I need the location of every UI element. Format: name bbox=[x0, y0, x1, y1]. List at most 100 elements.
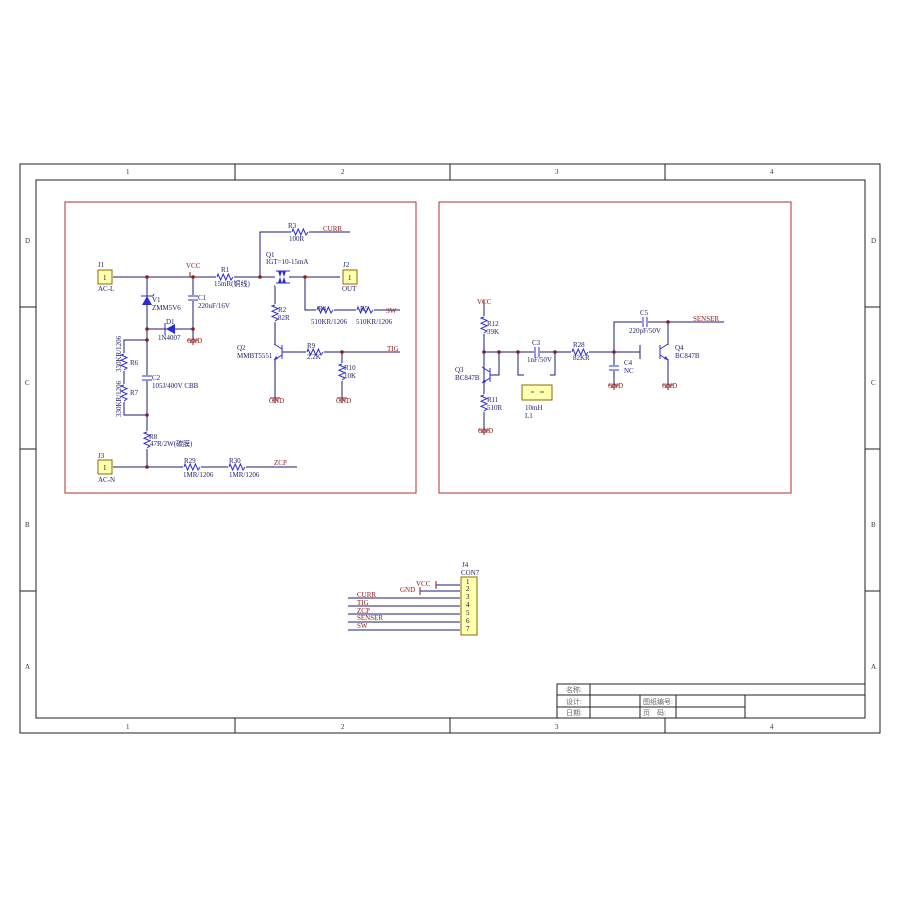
r2-resistor bbox=[270, 304, 280, 322]
junction-dot bbox=[482, 350, 486, 354]
l1-inductor bbox=[521, 384, 553, 401]
r6-resistor bbox=[119, 353, 129, 371]
c2-value: 105J/400V CBB bbox=[152, 382, 199, 390]
c5-ref: C5 bbox=[640, 309, 649, 317]
c4-value: NC bbox=[624, 367, 634, 375]
r29-value: 1MR/1206 bbox=[183, 471, 214, 479]
title-design-label: 设计: bbox=[566, 697, 582, 706]
r4-value: 510KR/1206 bbox=[311, 318, 348, 326]
d1-value: 1N4007 bbox=[158, 334, 181, 342]
senser-net-label: SENSER bbox=[693, 315, 719, 323]
j1-connector-pin: 1 bbox=[103, 274, 107, 282]
j3-connector-pin: 1 bbox=[103, 464, 107, 472]
c1-capacitor bbox=[187, 295, 199, 301]
r5-resistor bbox=[356, 305, 374, 315]
sw-net-label: SW bbox=[386, 307, 397, 315]
j4-net-sw: SW bbox=[357, 622, 368, 630]
j4-pin-number: 2 bbox=[466, 585, 470, 593]
j4-pin-number: 3 bbox=[466, 593, 470, 601]
frame-row-a: A bbox=[25, 663, 30, 671]
junction-dot bbox=[191, 275, 195, 279]
r9-ref: R9 bbox=[307, 342, 316, 350]
j4-pin-number: 4 bbox=[466, 601, 470, 609]
gnd-symbol bbox=[188, 339, 198, 345]
c5-capacitor bbox=[642, 316, 648, 328]
r8-ref: R8 bbox=[149, 433, 158, 441]
q1-triac bbox=[275, 268, 290, 286]
frame-col-3: 3 bbox=[555, 723, 559, 731]
power-circuit-block bbox=[64, 201, 417, 494]
gnd-net-label: GND bbox=[269, 397, 284, 405]
j2-connector[interactable]: 1 bbox=[342, 269, 358, 285]
curr-net-label: CURR bbox=[323, 225, 342, 233]
title-name-label: 名称: bbox=[566, 685, 582, 694]
sensor-circuit-block bbox=[438, 201, 792, 494]
r10-ref: R10 bbox=[344, 364, 356, 372]
title-drawing-no-label: 图纸编号: bbox=[643, 697, 673, 706]
d1-ref: D1 bbox=[166, 318, 175, 326]
r9-value: 2.2K bbox=[307, 353, 321, 361]
gnd-net-label: GND bbox=[608, 382, 623, 390]
r1-ref: R1 bbox=[221, 266, 230, 274]
j3-ref: J3 bbox=[98, 452, 105, 460]
l1-value: 10mH bbox=[525, 404, 543, 412]
j4-ref: J4 bbox=[462, 561, 469, 569]
v1-value: ZMM5V6 bbox=[152, 304, 181, 312]
r4-ref: R4 bbox=[318, 305, 327, 313]
q1-value: IGT=10-15mA bbox=[266, 258, 308, 266]
q2-ref: Q2 bbox=[237, 344, 246, 352]
c3-capacitor bbox=[534, 346, 540, 358]
frame-row-d: D bbox=[871, 237, 876, 245]
r1-value: 15mR(铜线) bbox=[214, 279, 250, 288]
l1-ref: L1 bbox=[525, 412, 533, 420]
r28-value: 82KR bbox=[573, 354, 590, 362]
j3-name: AC-N bbox=[98, 476, 115, 484]
wires bbox=[113, 231, 724, 631]
gnd-net-label: GND bbox=[662, 382, 677, 390]
c2-ref: C2 bbox=[152, 374, 161, 382]
junction-dot bbox=[145, 338, 149, 342]
d1-diode bbox=[164, 323, 175, 335]
frame-col-1: 1 bbox=[126, 168, 130, 176]
c4-ref: C4 bbox=[624, 359, 633, 367]
frame-col-4: 4 bbox=[770, 168, 774, 176]
r28-resistor bbox=[571, 347, 589, 357]
r4-resistor bbox=[316, 305, 334, 315]
r7-resistor bbox=[119, 384, 129, 402]
tig-net-label: TIG bbox=[387, 345, 399, 353]
r1-resistor bbox=[216, 272, 234, 282]
r3-ref: R3 bbox=[288, 222, 297, 230]
j4-pin-number: 5 bbox=[466, 609, 470, 617]
gnd-net-label: GND bbox=[187, 337, 202, 345]
j3-connector[interactable]: 1 bbox=[97, 459, 113, 475]
title-date-label: 日期: bbox=[566, 709, 582, 717]
junction-dot bbox=[258, 275, 262, 279]
zcp-net-label: ZCP bbox=[274, 459, 287, 467]
r11-value: 510R bbox=[487, 404, 503, 412]
q3-transistor bbox=[481, 366, 491, 384]
q4-value: BC847B bbox=[675, 352, 700, 360]
frame-row-c: C bbox=[25, 379, 30, 387]
frame-col-3: 3 bbox=[555, 168, 559, 176]
j4-net-curr: CURR bbox=[357, 591, 376, 599]
junction-dot bbox=[612, 350, 616, 354]
c2-capacitor bbox=[141, 375, 153, 381]
frame-col-1: 1 bbox=[126, 723, 130, 731]
r3-resistor bbox=[291, 227, 309, 237]
vcc-net-label: VCC bbox=[186, 262, 201, 270]
r7-value: 330KR/1206 bbox=[115, 380, 123, 417]
r28-ref: R28 bbox=[573, 341, 585, 349]
r12-value: 39K bbox=[487, 328, 499, 336]
c3-value: 1nF/50V bbox=[527, 356, 552, 364]
junction-dot bbox=[145, 413, 149, 417]
r10-resistor bbox=[337, 363, 347, 381]
r5-value: 510KR/1206 bbox=[356, 318, 393, 326]
j4-net-tig: TIG bbox=[357, 599, 369, 607]
c5-value: 220pF/50V bbox=[629, 327, 661, 335]
j1-connector[interactable]: 1 bbox=[97, 269, 113, 285]
q4-ref: Q4 bbox=[675, 344, 684, 352]
r8-resistor bbox=[142, 431, 152, 449]
junction-dot bbox=[191, 327, 195, 331]
